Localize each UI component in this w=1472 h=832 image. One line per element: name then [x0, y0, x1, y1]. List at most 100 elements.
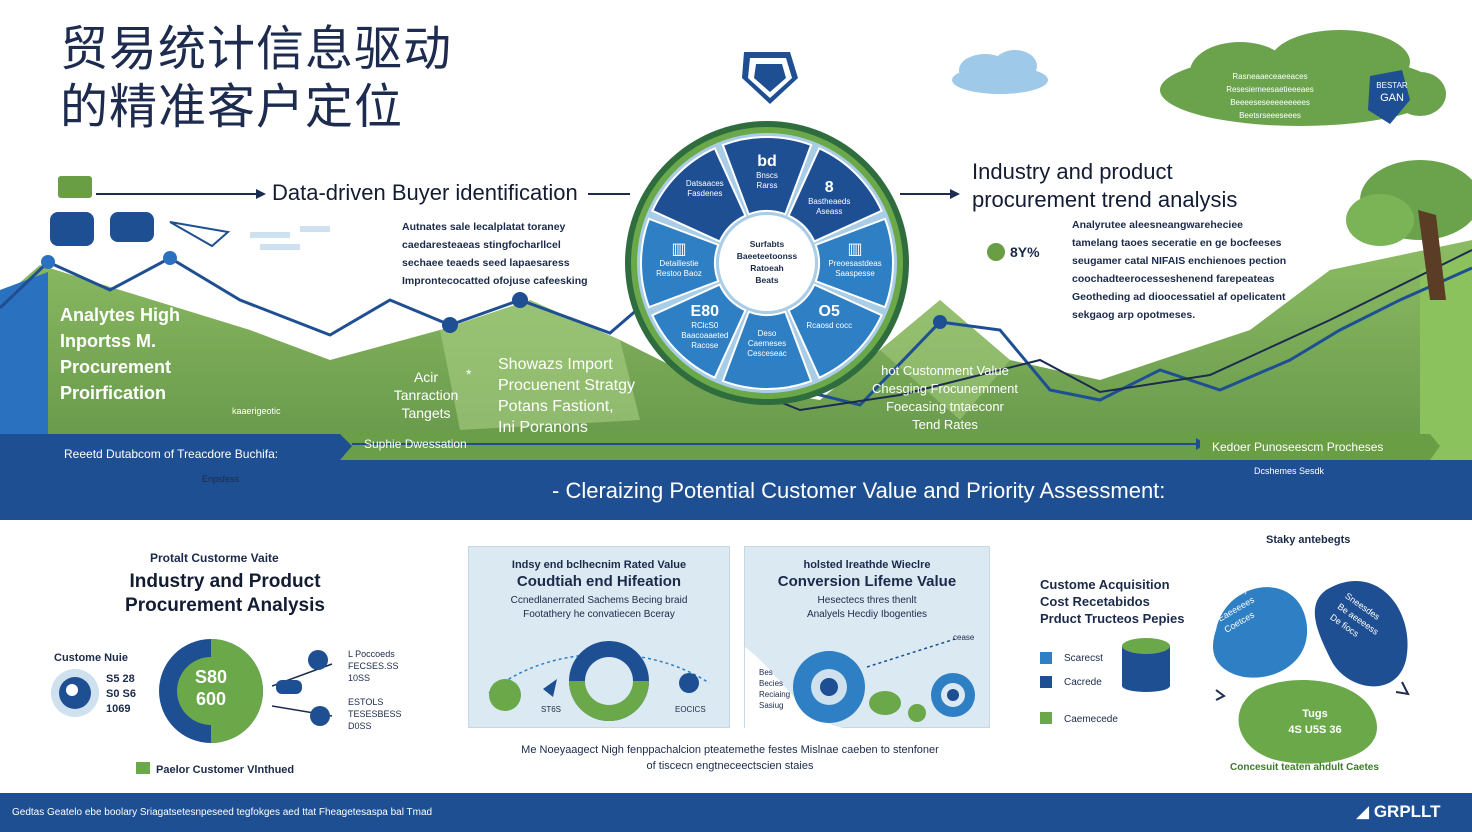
card1-kicker: Indsy end bclhecnim Rated Value: [511, 559, 687, 571]
wheel-segment: [640, 217, 720, 309]
right-title: Custome Acquisition Cost Recetabidos Prd…: [1040, 576, 1185, 627]
right-small-line: TESESBESS: [348, 709, 402, 719]
card1-desc-line: Ccnedlanerrated Sachems Becing braid: [510, 595, 688, 606]
cloud-line: Beeeeseseeeeeeeees: [1230, 98, 1310, 107]
trend-title-line: procurement trend analysis: [972, 187, 1238, 212]
below-band-left: Enpsfess: [202, 474, 240, 484]
footer-logo-text: GRPLLT: [1373, 802, 1441, 821]
cloud-line: Resesiemeesaetieeeaes: [1226, 85, 1314, 94]
note-line: Me Noeyaagect Nigh fenppachalcion pteate…: [521, 744, 939, 756]
wheel-segment-big: bd: [757, 153, 777, 170]
legend-swatch: [136, 762, 150, 774]
trend-heading: Industry and product procurement trend a…: [972, 158, 1237, 214]
donut-chart: [159, 639, 263, 743]
card-conversion: holsted lreathde Wieclre Conversion Life…: [744, 546, 990, 729]
wheel-segment-small: Restoo Baoz: [656, 269, 702, 278]
right-small-2: ESTOLS TESESBESS D0SS: [348, 696, 402, 732]
legend-swatch: [1040, 676, 1052, 688]
card2-side: Bes Becies Reciaing Sasiug: [759, 667, 790, 711]
donut-value: 600: [195, 689, 227, 709]
note-line: of tiscecn engtneceectscien staies: [646, 760, 814, 772]
trend-desc: Analyrutee aleesneangwareheciee tamelang…: [1072, 216, 1312, 324]
trend-desc-line: seugamer catal NIFAIS enchienoes pection: [1072, 255, 1287, 267]
blob-diagram: [1213, 580, 1410, 764]
hot-line: Foecasing tntaeconr: [886, 399, 1004, 414]
buyer-desc-line: Autnates sale lecalplatat toraney: [402, 221, 566, 233]
wheel-segment-small: Detailiestie: [659, 259, 699, 268]
left-title: Industry and Product Procurement Analysi…: [100, 570, 350, 618]
donut-value: S80: [194, 667, 228, 687]
band-label-left: Reeetd Dutabcom of Treacdore Buchifa:: [64, 447, 279, 461]
right-small: L Poccoeds FECSES.SS 10SS: [348, 648, 399, 684]
cloud-text: Rasneaaeceaeeaces Resesiemeesaetieeeaes …: [1190, 70, 1350, 122]
card2-side-line: Reciaing: [759, 690, 791, 699]
title-line-2: 的精准客户定位: [60, 79, 404, 135]
card2-side-line: Sasiug: [759, 701, 784, 710]
trend-title-line: Industry and product: [972, 159, 1173, 184]
buyer-id-desc: Autnates sale lecalplatat toraney caedar…: [402, 218, 602, 290]
acir-line: Acir: [413, 369, 439, 385]
blob-line: 4S U5S 36: [1288, 724, 1342, 736]
wheel-segment-small: Bastheaeds: [808, 196, 851, 206]
cust-number: S0 S6: [106, 688, 136, 700]
legend-label: Scarecst: [1064, 653, 1103, 664]
showzes-block: Showazs Import Procuenent Stratgy Potans…: [498, 354, 635, 438]
wheel-segment-big: E80: [690, 303, 719, 321]
buyer-desc-line: sechaee teaeds seed lapaesaress: [402, 257, 570, 269]
footer-bar: Gedtas Geatelo ebe boolary Sriagatsetesn…: [0, 793, 1472, 832]
wheel-segment-small: RClcS0: [691, 321, 719, 331]
card2-side-line: Becies: [759, 679, 784, 688]
analyzes-line: Analytes High: [60, 305, 181, 325]
legend-label: Caemecede: [1064, 714, 1118, 725]
cloud-badge: BESTAR GAN: [1374, 80, 1410, 104]
cloud-line: Beetsrseeeseees: [1239, 111, 1301, 120]
card2-mark: cease: [953, 633, 975, 642]
cylinder-icon: [1122, 638, 1170, 692]
footer-logo: ◢ GRPLLT: [1356, 802, 1441, 822]
wheel-segment-big: ▥: [671, 241, 687, 258]
wheel-segment: [651, 283, 747, 379]
cust-label: Custome Nuie: [54, 652, 128, 664]
footer-text: Gedtas Geatelo ebe boolary Sriagatsetesn…: [12, 807, 433, 818]
wheel-segment: [721, 136, 813, 216]
connector-icons: [272, 650, 333, 726]
analyzes-line: Inportss M.: [60, 331, 157, 351]
card2-title: Conversion Lifeme Value: [777, 573, 957, 590]
wheel-segment-small: Baacoaaeted: [681, 331, 729, 341]
wheel-segment-small: Deso: [757, 329, 777, 338]
hot-line: hot Custonment Value: [881, 363, 1009, 378]
analyzes-line: Proirfication: [60, 383, 167, 403]
wheel-segment-big: O5: [818, 303, 840, 321]
buyer-id-heading: Data-driven Buyer identification: [272, 180, 578, 205]
buyer-desc-line: caedaresteaeas stingfocharllcel: [402, 239, 561, 251]
right-small-line: L Poccoeds: [348, 649, 395, 659]
card2-kicker: holsted lreathde Wieclre: [803, 559, 931, 571]
wheel-segment-small: Datsaaces: [685, 178, 724, 188]
showzes-line: Showazs Import: [498, 356, 613, 373]
card1-title: Coudtiah end Hifeation: [516, 573, 682, 590]
wheel-center-line: Ratoeah: [750, 263, 784, 273]
trend-desc-line: Analyrutee aleesneangwareheciee: [1072, 219, 1244, 231]
below-band-right: Dcshemes Sesdk: [1254, 466, 1325, 476]
trend-desc-line: Geotheding ad dioocessatiel af opelicate…: [1072, 291, 1286, 303]
section-heading: - Cleraizing Potential Customer Value an…: [552, 478, 1166, 503]
right-small-line: FECSES.SS: [348, 661, 399, 671]
logo-icon: ◢: [1356, 802, 1370, 821]
left-title-line: Procurement Analysis: [125, 595, 325, 616]
bottom-note: Me Noeyaagect Nigh fenppachalcion pteate…: [470, 742, 990, 774]
right-title-line: Custome Acquisition: [1040, 577, 1170, 592]
cust-number: 1069: [106, 703, 131, 715]
section-band: - Cleraizing Potential Customer Value an…: [0, 460, 1472, 520]
band-label-mid: Suphie Dwessation: [364, 437, 467, 451]
cust-number: S5 28: [106, 673, 135, 685]
legend-left: Paelor Customer Vlnthued: [156, 764, 295, 776]
badge-line: GAN: [1380, 92, 1404, 104]
wheel-segment-small: Bnscs: [756, 171, 778, 180]
trend-desc-line: tamelang taoes seceratie en ge bocfeeses: [1072, 237, 1282, 249]
